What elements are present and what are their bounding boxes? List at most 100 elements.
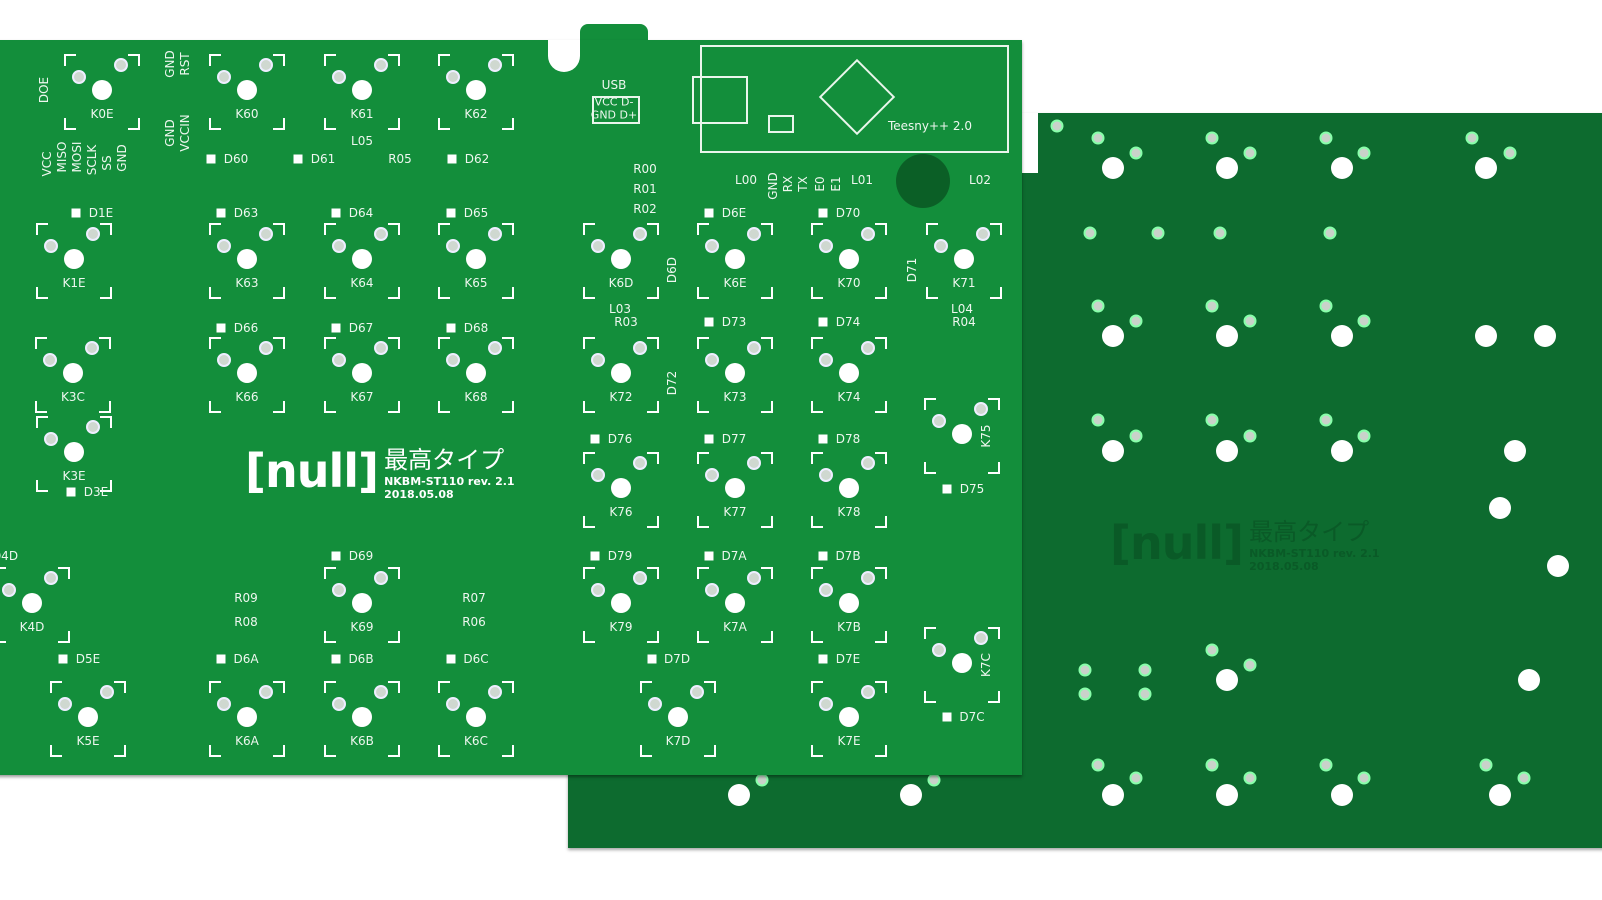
back-pad [1479,758,1493,772]
key-switch-footprint [640,681,716,757]
key-switch-footprint [924,627,1000,703]
key-switch-footprint [438,681,514,757]
back-pad [1091,758,1105,772]
pad [332,239,346,253]
back-pad [1151,226,1165,240]
switch-hole [466,707,486,727]
pad [86,420,100,434]
key-label: K75 [979,424,993,448]
diode-label: D75 [959,482,985,496]
key-label: K62 [464,107,488,121]
back-pad [1213,226,1227,240]
switch-hole [611,478,631,498]
back-pad [1319,413,1333,427]
back-logo-model: NKBM-ST110 rev. 2.1 [1249,547,1380,560]
resistor-label: R09 [234,591,258,605]
pad [705,239,719,253]
key-label: K74 [837,390,861,404]
pad [861,341,875,355]
pin-label: RST [178,52,192,76]
pad [332,697,346,711]
pad [819,239,833,253]
diode-label: D6B [348,652,374,666]
usb-box [592,96,640,124]
key-label: K67 [350,390,374,404]
back-pad [1357,146,1371,160]
resistor-label: R00 [633,162,657,176]
back-pad [755,773,769,787]
pin-label: E1 [829,176,843,192]
key-switch-footprint [583,452,659,528]
switch-hole [611,593,631,613]
diode-label: D61 [310,152,336,166]
pin-label: GND [115,144,129,172]
back-switch-hole [1475,157,1497,179]
switch-hole [725,478,745,498]
back-pad [1319,131,1333,145]
key-switch-footprint [209,223,285,299]
key-switch-footprint [697,223,773,299]
pin-label: SCLK [85,144,99,176]
diode-pad [818,654,828,664]
diode-pad [704,317,714,327]
switch-hole [92,80,112,100]
pad [100,685,114,699]
pad [488,685,502,699]
back-switch-hole [1547,555,1569,577]
key-switch-footprint [811,681,887,757]
back-switch-hole [1518,669,1540,691]
pin-label: E0 [813,176,827,192]
back-pad [1205,299,1219,313]
diode-label: D7C [959,710,985,724]
back-pad [1078,663,1092,677]
back-switch-hole [1331,784,1353,806]
key-label: K7E [837,734,861,748]
diode-label: D7B [835,549,861,563]
resistor-label: R03 [614,315,638,329]
pad [217,697,231,711]
pad [633,456,647,470]
pad [861,685,875,699]
diode-label: D70 [835,206,861,220]
switch-hole [668,707,688,727]
switch-hole [237,249,257,269]
diode-label: D7E [835,652,861,666]
logo-jp: 最高タイプ [384,446,505,474]
led-label: L00 [735,173,757,187]
key-switch-footprint [324,223,400,299]
pin-label: MISO [55,141,69,173]
switch-hole [466,249,486,269]
key-label: K0E [90,107,114,121]
switch-hole [839,593,859,613]
diode-label: D7A [721,549,747,563]
back-logo-jp: 最高タイプ [1249,518,1370,546]
pad [819,583,833,597]
switch-hole [952,424,972,444]
key-switch-footprint [35,337,111,413]
switch-hole [725,363,745,383]
diode-label: D6C [463,652,489,666]
back-switch-hole [1489,784,1511,806]
pad [217,239,231,253]
teensy-footprint [700,45,1009,153]
key-switch-footprint [324,337,400,413]
switch-hole [466,363,486,383]
pad [259,227,273,241]
switch-hole [64,249,84,269]
key-switch-footprint [583,337,659,413]
diode-label: D76 [607,432,633,446]
pad [446,239,460,253]
pin-label: TX [796,176,810,192]
pad [690,685,704,699]
back-pad [1465,131,1479,145]
back-logo: [null] 最高タイプ NKBM-ST110 rev. 2.1 2018.05… [1110,512,1380,574]
back-switch-hole [1216,784,1238,806]
switch-hole [725,593,745,613]
diode-label: D77 [721,432,747,446]
switch-hole [839,707,859,727]
diode-pad [293,154,303,164]
diode-label: D6D [665,256,679,284]
diode-pad [58,654,68,664]
key-switch-footprint [811,223,887,299]
diode-pad [446,323,456,333]
